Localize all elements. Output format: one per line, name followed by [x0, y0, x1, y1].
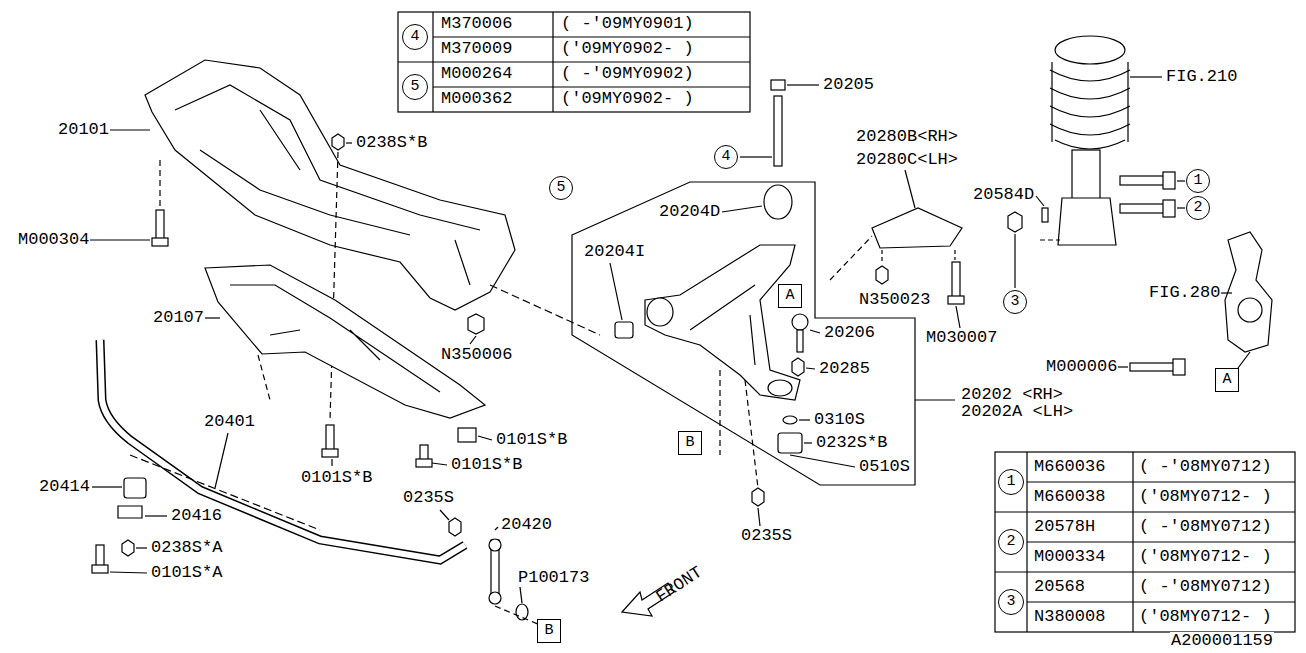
part-label: 20107 — [152, 309, 205, 327]
part-label: 20202 <RH> — [960, 386, 1064, 404]
callout-number: B — [544, 623, 553, 639]
part-label: ( -'09MY0902) — [560, 65, 695, 83]
callout-number: 5 — [410, 79, 419, 95]
part-label: ('08MY0712- ) — [1138, 608, 1273, 626]
callout-number: 3 — [1010, 294, 1019, 310]
callout-number: 4 — [410, 29, 419, 45]
part-label: 0510S — [858, 458, 911, 476]
part-label: 20285 — [818, 360, 871, 378]
callout-circle: 3 — [998, 589, 1024, 615]
part-label: 0101S*A — [150, 564, 223, 582]
callout-circle: 2 — [1186, 196, 1210, 220]
part-label: 20414 — [38, 478, 91, 496]
part-label: 0310S — [813, 411, 866, 429]
callout-circle: 5 — [402, 74, 428, 100]
part-label: N350006 — [440, 346, 513, 364]
callout-number: 1 — [1006, 474, 1015, 490]
part-label: 20584D — [972, 186, 1035, 204]
part-label: M660036 — [1033, 458, 1106, 476]
part-label: M660038 — [1033, 488, 1106, 506]
part-label: 20202A <LH> — [960, 403, 1074, 421]
callout-number: 2 — [1193, 200, 1202, 216]
callout-circle: 3 — [1003, 290, 1027, 314]
reference-box: B — [537, 619, 561, 643]
part-label: 0101S*B — [300, 469, 373, 487]
part-label: ('08MY0712- ) — [1138, 488, 1273, 506]
part-label: 20416 — [170, 507, 223, 525]
part-label: 20206 — [823, 324, 876, 342]
part-label: 20205 — [822, 76, 875, 94]
part-label: ( -'08MY0712) — [1138, 578, 1273, 596]
part-label: M000304 — [17, 231, 90, 249]
part-label: N380008 — [1033, 608, 1106, 626]
part-label: 20420 — [500, 516, 553, 534]
callout-circle: 1 — [1186, 169, 1210, 193]
callout-circle: 1 — [998, 469, 1024, 495]
part-label: 20578H — [1033, 518, 1096, 536]
part-label: M370006 — [440, 15, 513, 33]
callout-number: 5 — [556, 180, 565, 196]
part-label: FIG.280 — [1148, 284, 1221, 302]
part-label: 20280C<LH> — [855, 151, 959, 169]
callout-number: 1 — [1193, 173, 1202, 189]
callout-number: B — [685, 435, 694, 451]
part-label: M370009 — [440, 40, 513, 58]
part-label: 0101S*B — [450, 456, 523, 474]
callout-circle: 2 — [998, 529, 1024, 555]
reference-box: A — [1215, 368, 1239, 392]
part-label: 20204I — [583, 243, 646, 261]
callout-circle: 4 — [402, 24, 428, 50]
part-label: FIG.210 — [1165, 68, 1238, 86]
part-label: 0235S — [740, 527, 793, 545]
callout-number: 2 — [1006, 534, 1015, 550]
part-label: M000264 — [440, 65, 513, 83]
callout-number: 4 — [721, 149, 730, 165]
part-label: 20204D — [658, 203, 721, 221]
reference-box: B — [678, 431, 702, 455]
part-label: 20401 — [203, 413, 256, 431]
part-label: M000362 — [440, 90, 513, 108]
part-label: M000334 — [1033, 548, 1106, 566]
callout-number: 3 — [1006, 594, 1015, 610]
callout-number: A — [1222, 372, 1231, 388]
part-label: 0235S — [402, 489, 455, 507]
part-label: A200001159 — [1170, 632, 1274, 650]
part-label: 20280B<RH> — [855, 128, 959, 146]
callout-number: A — [785, 288, 794, 304]
part-label: 20568 — [1033, 578, 1086, 596]
part-label: ('08MY0712- ) — [1138, 548, 1273, 566]
callout-circle: 5 — [549, 176, 573, 200]
part-label: ( -'08MY0712) — [1138, 458, 1273, 476]
part-label: ('09MY0902- ) — [560, 90, 695, 108]
part-label: ( -'08MY0712) — [1138, 518, 1273, 536]
part-label: ( -'09MY0901) — [560, 15, 695, 33]
part-label: 0232S*B — [815, 434, 888, 452]
part-label: M000006 — [1045, 358, 1118, 376]
part-label: 0101S*B — [495, 431, 568, 449]
part-label: ('09MY0902- ) — [560, 40, 695, 58]
reference-box: A — [778, 284, 802, 308]
part-label: FRONT — [653, 563, 707, 607]
part-label: 0238S*B — [355, 134, 428, 152]
part-label: 0238S*A — [150, 539, 223, 557]
part-label: 20101 — [57, 121, 110, 139]
part-label: P100173 — [517, 569, 590, 587]
callout-circle: 4 — [714, 145, 738, 169]
part-label: N350023 — [858, 291, 931, 309]
part-label: M030007 — [925, 329, 998, 347]
